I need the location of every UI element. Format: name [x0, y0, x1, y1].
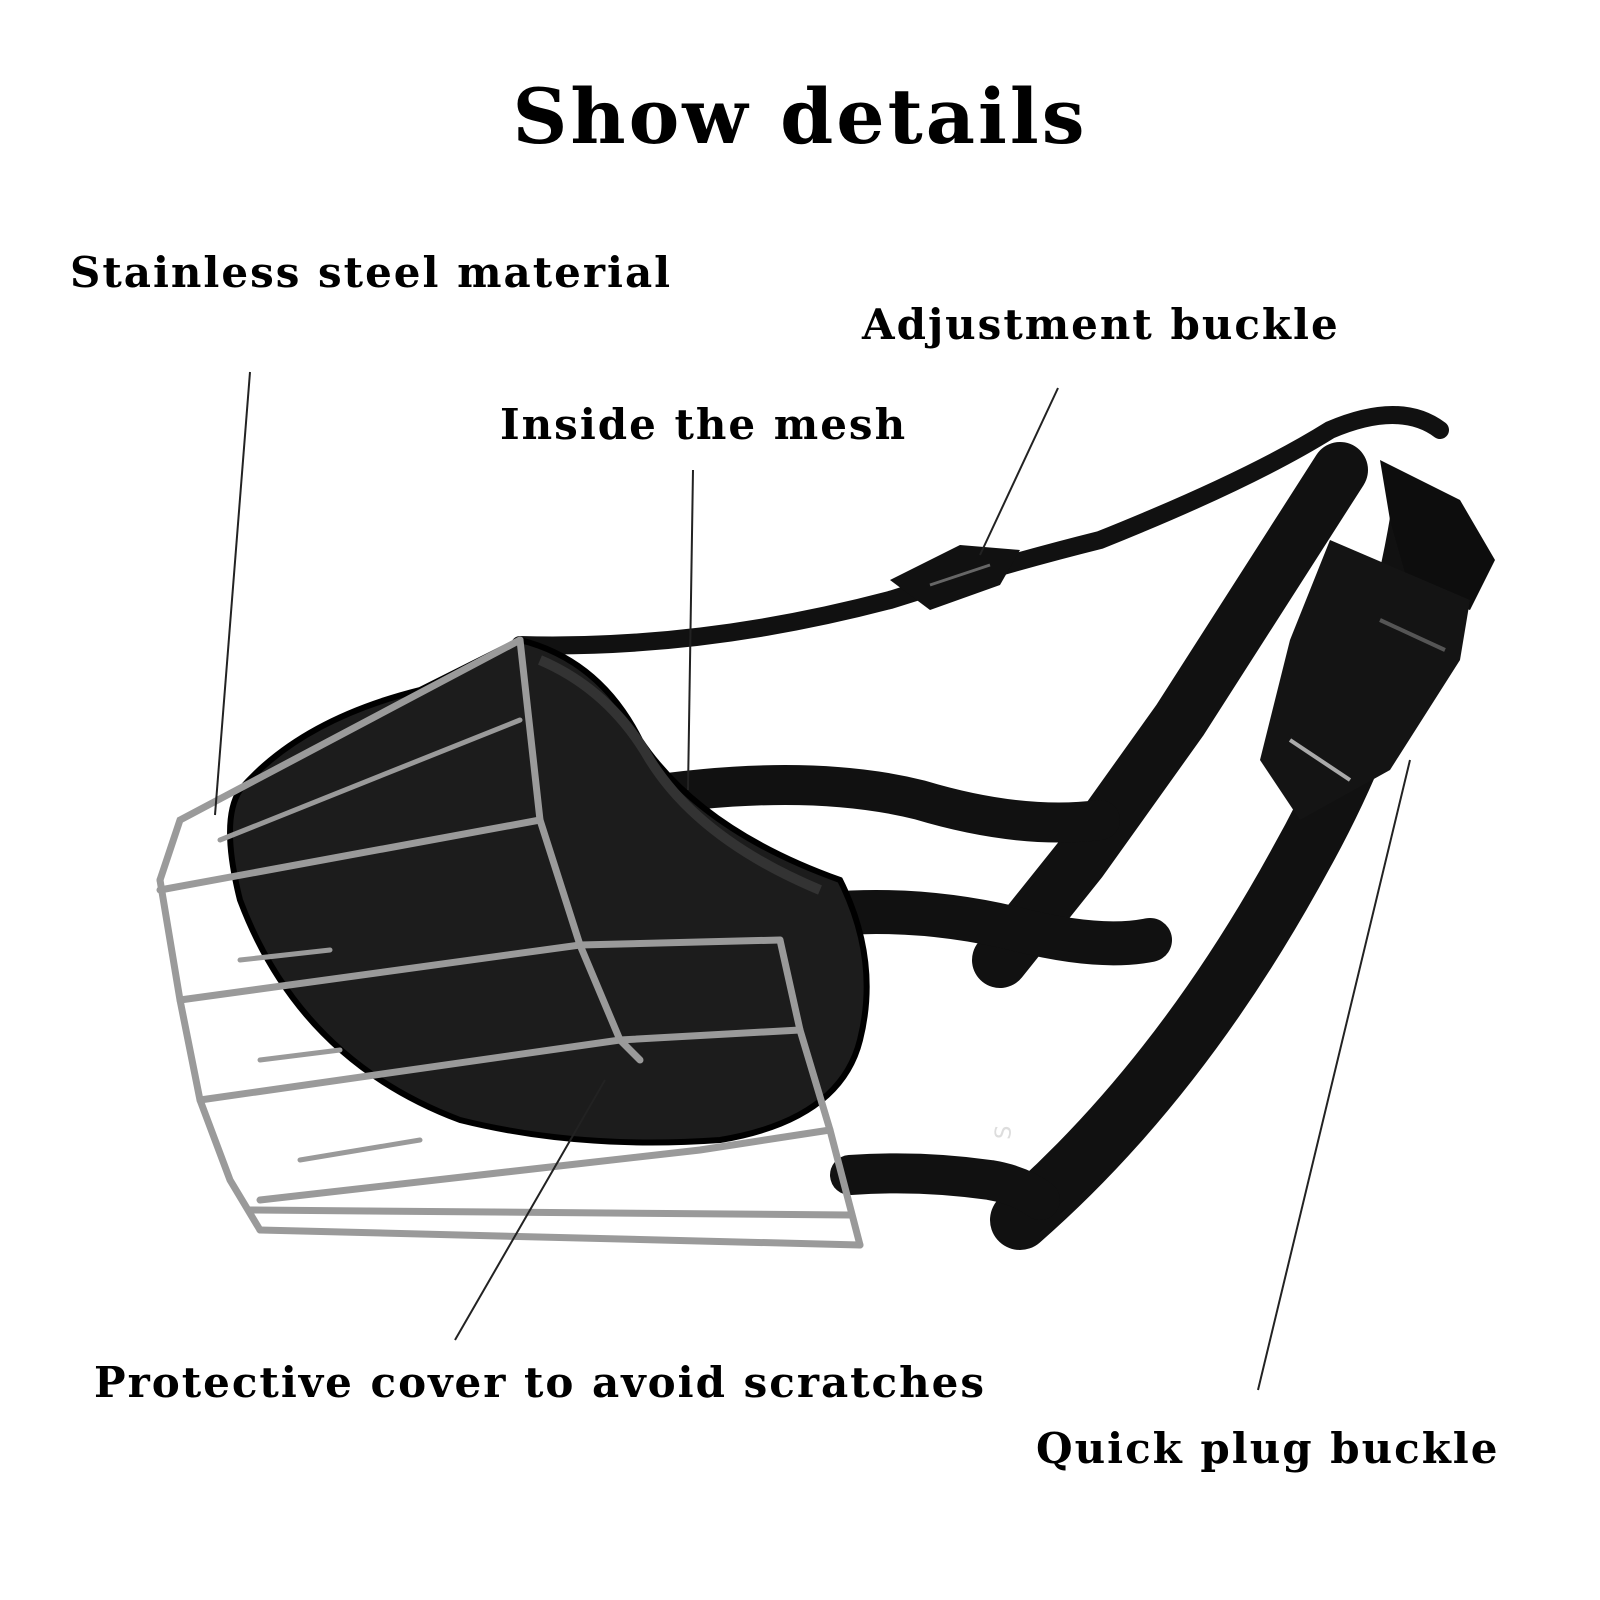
callout-protective-cover: Protective cover to avoid scratches: [94, 1358, 987, 1407]
mesh-pad: [227, 636, 870, 1146]
page-title: Show details: [512, 72, 1088, 161]
adjustment-buckle-icon: [890, 545, 1020, 610]
callout-inside-mesh: Inside the mesh: [500, 400, 908, 449]
callout-adjustment-buckle: Adjustment buckle: [862, 300, 1340, 349]
quick-plug-buckle-icon: [1260, 460, 1495, 820]
size-tag: S: [991, 1124, 1017, 1140]
leader-lines: [214, 371, 1411, 1391]
callout-stainless-steel: Stainless steel material: [70, 248, 673, 297]
callout-quick-plug-buckle: Quick plug buckle: [1036, 1424, 1500, 1473]
stainless-steel-cage: [156, 636, 864, 1249]
